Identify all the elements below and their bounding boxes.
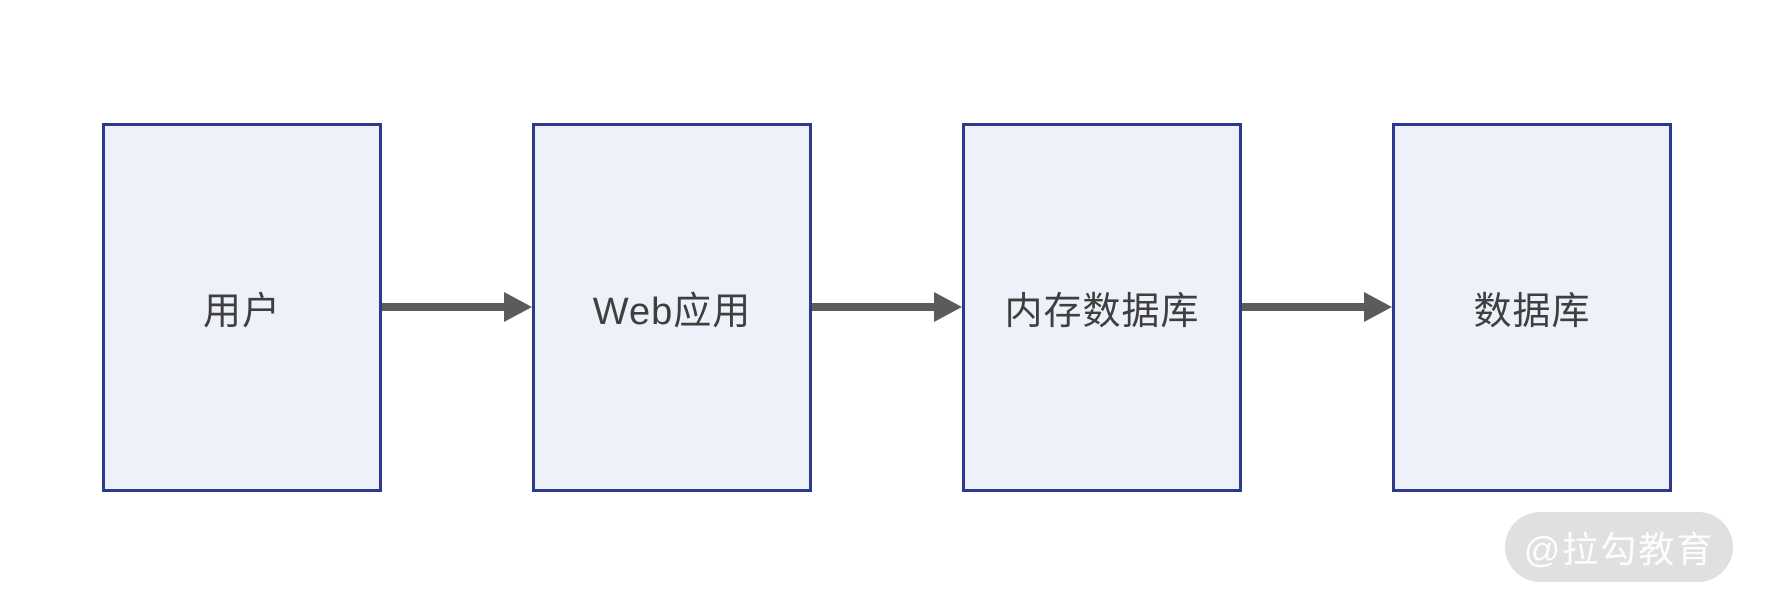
watermark-text: @拉勾教育 [1523, 529, 1715, 570]
node-memory-database-label: 内存数据库 [1004, 291, 1200, 333]
arrow-head-icon [504, 292, 532, 322]
arrow-shaft [812, 303, 934, 311]
arrow-shaft [382, 303, 504, 311]
arrow-memory-db-to-database [1242, 292, 1392, 322]
node-web-app-label: Web应用 [592, 291, 752, 333]
arrow-user-to-webapp [382, 292, 532, 322]
node-memory-database: 内存数据库 [962, 123, 1242, 492]
node-database: 数据库 [1392, 123, 1672, 492]
node-database-label: 数据库 [1473, 291, 1591, 333]
node-user: 用户 [102, 123, 382, 492]
arrow-shaft [1242, 303, 1364, 311]
node-web-app: Web应用 [532, 123, 812, 492]
watermark-badge: @拉勾教育 [1505, 512, 1733, 582]
arrow-head-icon [1364, 292, 1392, 322]
node-user-label: 用户 [202, 291, 281, 333]
arrow-webapp-to-memory-db [812, 292, 962, 322]
arrow-head-icon [934, 292, 962, 322]
